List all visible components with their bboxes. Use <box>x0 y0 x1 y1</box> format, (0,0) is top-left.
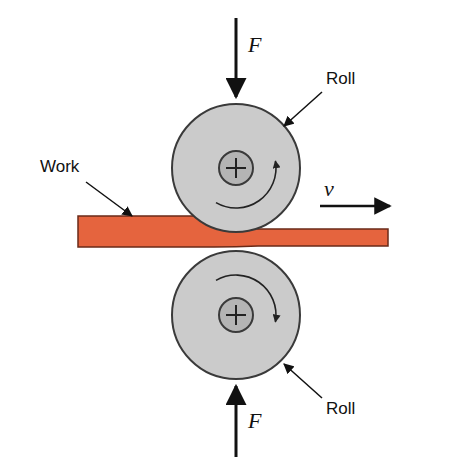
leader-line <box>284 364 322 398</box>
leader-line <box>284 92 322 126</box>
bottom-roll <box>172 251 300 379</box>
force-label: F <box>248 34 261 56</box>
force-label: F <box>248 410 261 432</box>
velocity-label: v <box>324 178 334 200</box>
leader-line <box>86 182 132 216</box>
velocity-arrow <box>320 205 390 208</box>
part-label: Roll <box>326 70 355 87</box>
force-arrow <box>235 386 238 457</box>
part-label: Roll <box>326 400 355 417</box>
force-arrow <box>235 18 238 97</box>
part-label: Work <box>40 158 79 175</box>
top-roll <box>172 104 300 232</box>
